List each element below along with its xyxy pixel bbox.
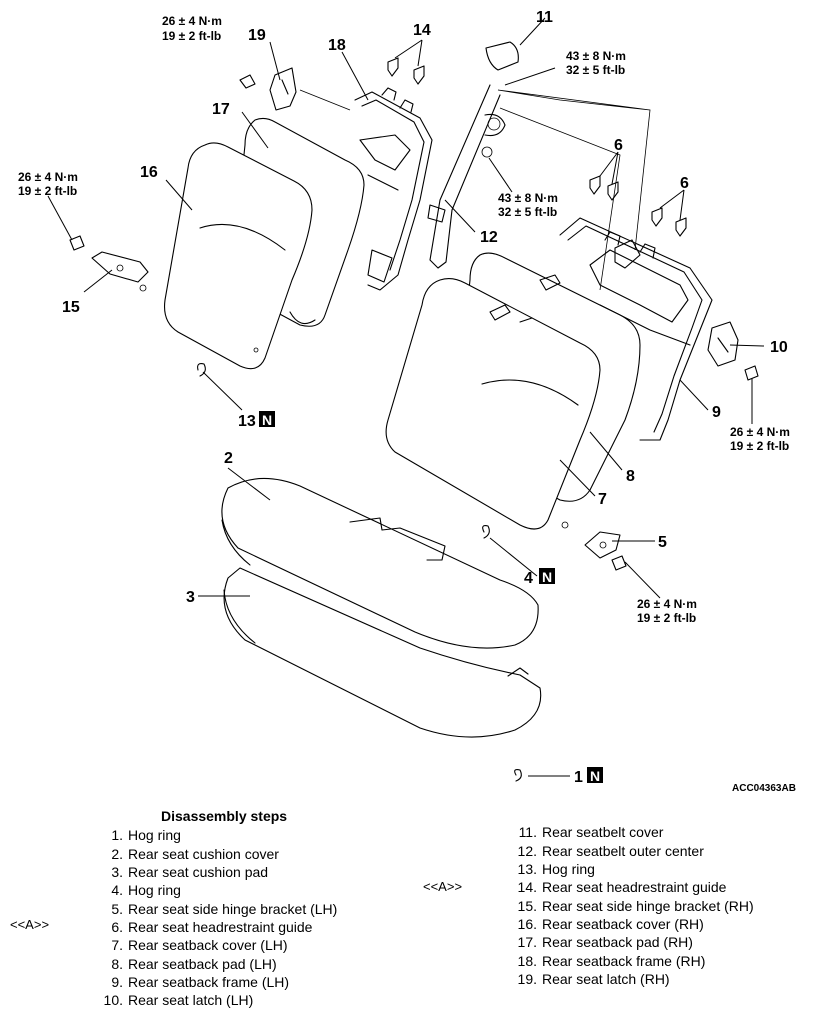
- torque-10-nm: 26 ± 4 N·m: [730, 425, 790, 439]
- torque-10-ftlb: 19 ± 2 ft-lb: [730, 439, 789, 453]
- torque-19-nm: 26 ± 4 N·m: [162, 14, 222, 28]
- callout-9: 9: [712, 404, 721, 421]
- callout-14: 14: [413, 22, 431, 39]
- rear-seat-cushion-cover: [221, 477, 539, 649]
- callout-numbers: 19 18 14 17 16 15 13 11 12 6 6 10 9 8 7 …: [62, 9, 788, 786]
- callout-15: 15: [62, 299, 80, 316]
- rear-seat-cushion-pad: [223, 567, 542, 738]
- callout-7: 7: [598, 491, 607, 508]
- callout-4: 4: [524, 570, 533, 587]
- rear-seat-side-hinge-bracket-lh: [584, 531, 621, 559]
- torque-12-ftlb: 32 ± 5 ft-lb: [498, 205, 557, 219]
- torque-11-nm: 43 ± 8 N·m: [566, 49, 626, 63]
- fasteners: [69, 57, 759, 782]
- torque-5-nm: 26 ± 4 N·m: [637, 597, 697, 611]
- rear-seatback-frame-rh: [354, 87, 433, 291]
- torque-12-nm: 43 ± 8 N·m: [498, 191, 558, 205]
- callout-2: 2: [224, 450, 233, 467]
- rear-seat-side-hinge-bracket-rh: [91, 251, 149, 283]
- callout-5: 5: [658, 534, 667, 551]
- step-marker-right: <<A>>: [423, 879, 463, 894]
- callout-6a: 6: [614, 137, 623, 154]
- new-part-mark-1: N: [590, 768, 600, 784]
- rear-seat-latch-lh: [707, 321, 739, 367]
- rear-seatbelt-assembly: [427, 41, 651, 291]
- callout-1: 1: [574, 769, 583, 786]
- callout-11: 11: [536, 9, 553, 26]
- callout-18: 18: [328, 37, 346, 54]
- new-part-box-13: [259, 411, 275, 427]
- torque-specs: 26 ± 4 N·m 19 ± 2 ft-lb 43 ± 8 N·m 32 ± …: [18, 14, 790, 625]
- callout-6b: 6: [680, 175, 689, 192]
- new-part-marks: N N N: [259, 411, 603, 784]
- torque-15-nm: 26 ± 4 N·m: [18, 170, 78, 184]
- leader-lines: [47, 17, 765, 777]
- torque-11-ftlb: 32 ± 5 ft-lb: [566, 63, 625, 77]
- figure-code: ACC04363AB: [732, 783, 796, 794]
- callout-10: 10: [770, 339, 788, 356]
- step-marker-left: <<A>>: [10, 917, 50, 932]
- rear-seatback-cover-rh: [163, 142, 313, 370]
- torque-15-ftlb: 19 ± 2 ft-lb: [18, 184, 77, 198]
- new-part-box-1: [587, 767, 603, 783]
- exploded-view-diagram: .ln { fill:none; stroke:#000; stroke-wid…: [18, 9, 796, 794]
- callout-16: 16: [140, 164, 158, 181]
- rear-seatback-cover-lh: [385, 274, 601, 530]
- callout-8: 8: [626, 468, 635, 485]
- callout-12: 12: [480, 229, 498, 246]
- steps-title: Disassembly steps: [161, 808, 288, 824]
- new-part-mark-13: N: [262, 412, 272, 428]
- callout-13: 13: [238, 413, 256, 430]
- new-part-box-4: [539, 568, 555, 584]
- callout-19: 19: [248, 27, 266, 44]
- torque-19-ftlb: 19 ± 2 ft-lb: [162, 29, 221, 43]
- rear-seat-latch-rh: [269, 67, 351, 111]
- callout-17: 17: [212, 101, 230, 118]
- callout-3: 3: [186, 589, 195, 606]
- torque-5-ftlb: 19 ± 2 ft-lb: [637, 611, 696, 625]
- new-part-mark-4: N: [542, 569, 552, 585]
